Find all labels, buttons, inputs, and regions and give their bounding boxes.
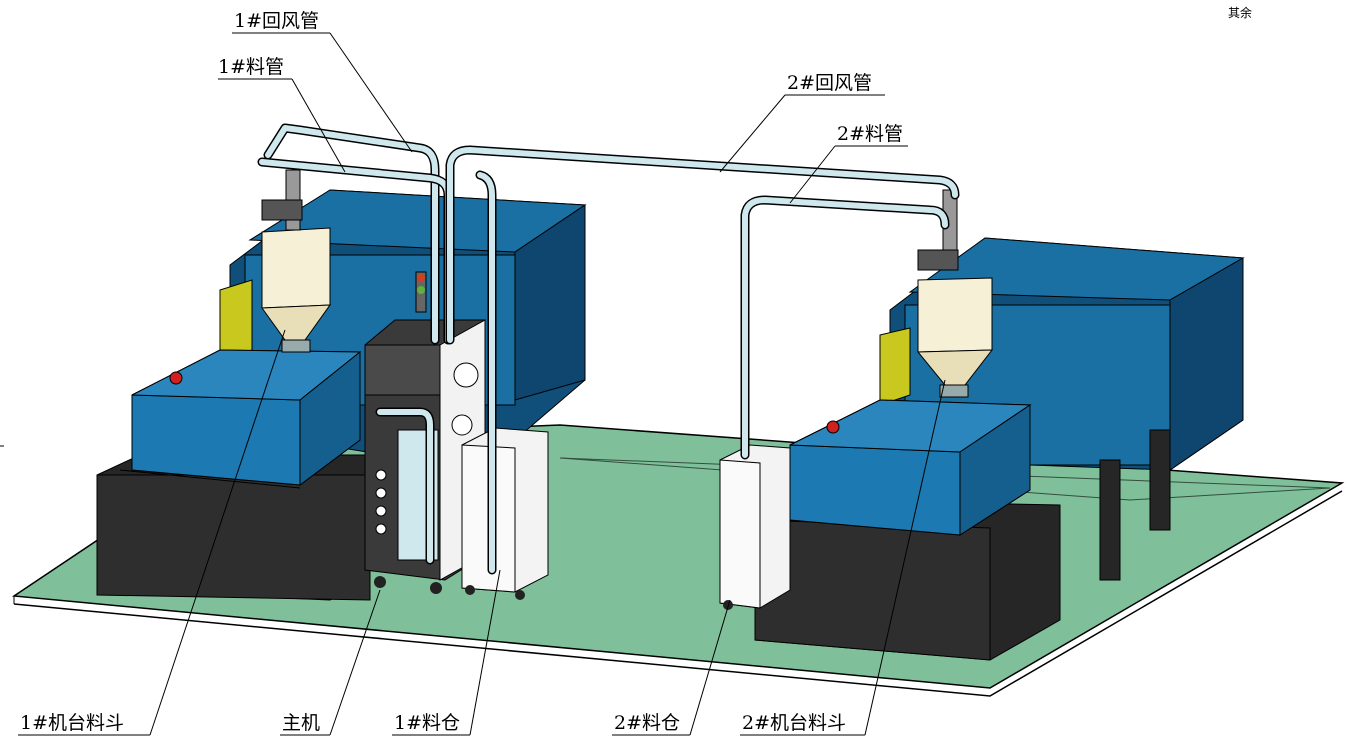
material-bin-2 [719,444,791,610]
label-main-unit: 主机 [282,712,321,734]
material-bin-1 [461,427,549,600]
label-material-pipe-1: 1#料管 [218,56,285,78]
label-machine-hopper-1: 1#机台料斗 [20,712,125,734]
label-return-air-pipe-2: 2#回风管 [787,72,873,94]
label-material-bin-1: 1#料仓 [394,712,461,734]
corner-note: 其余 [1228,6,1253,20]
hopper-1 [261,169,332,353]
label-machine-hopper-2: 2#机台料斗 [742,712,847,734]
label-material-bin-2: 2#料仓 [614,712,681,734]
label-return-air-pipe-1: 1#回风管 [234,10,320,32]
injection-machine-2 [754,189,1245,661]
hopper-2 [916,189,994,398]
pipes [257,123,960,575]
leader-lines [18,32,946,736]
label-material-pipe-2: 2#料管 [837,123,904,145]
